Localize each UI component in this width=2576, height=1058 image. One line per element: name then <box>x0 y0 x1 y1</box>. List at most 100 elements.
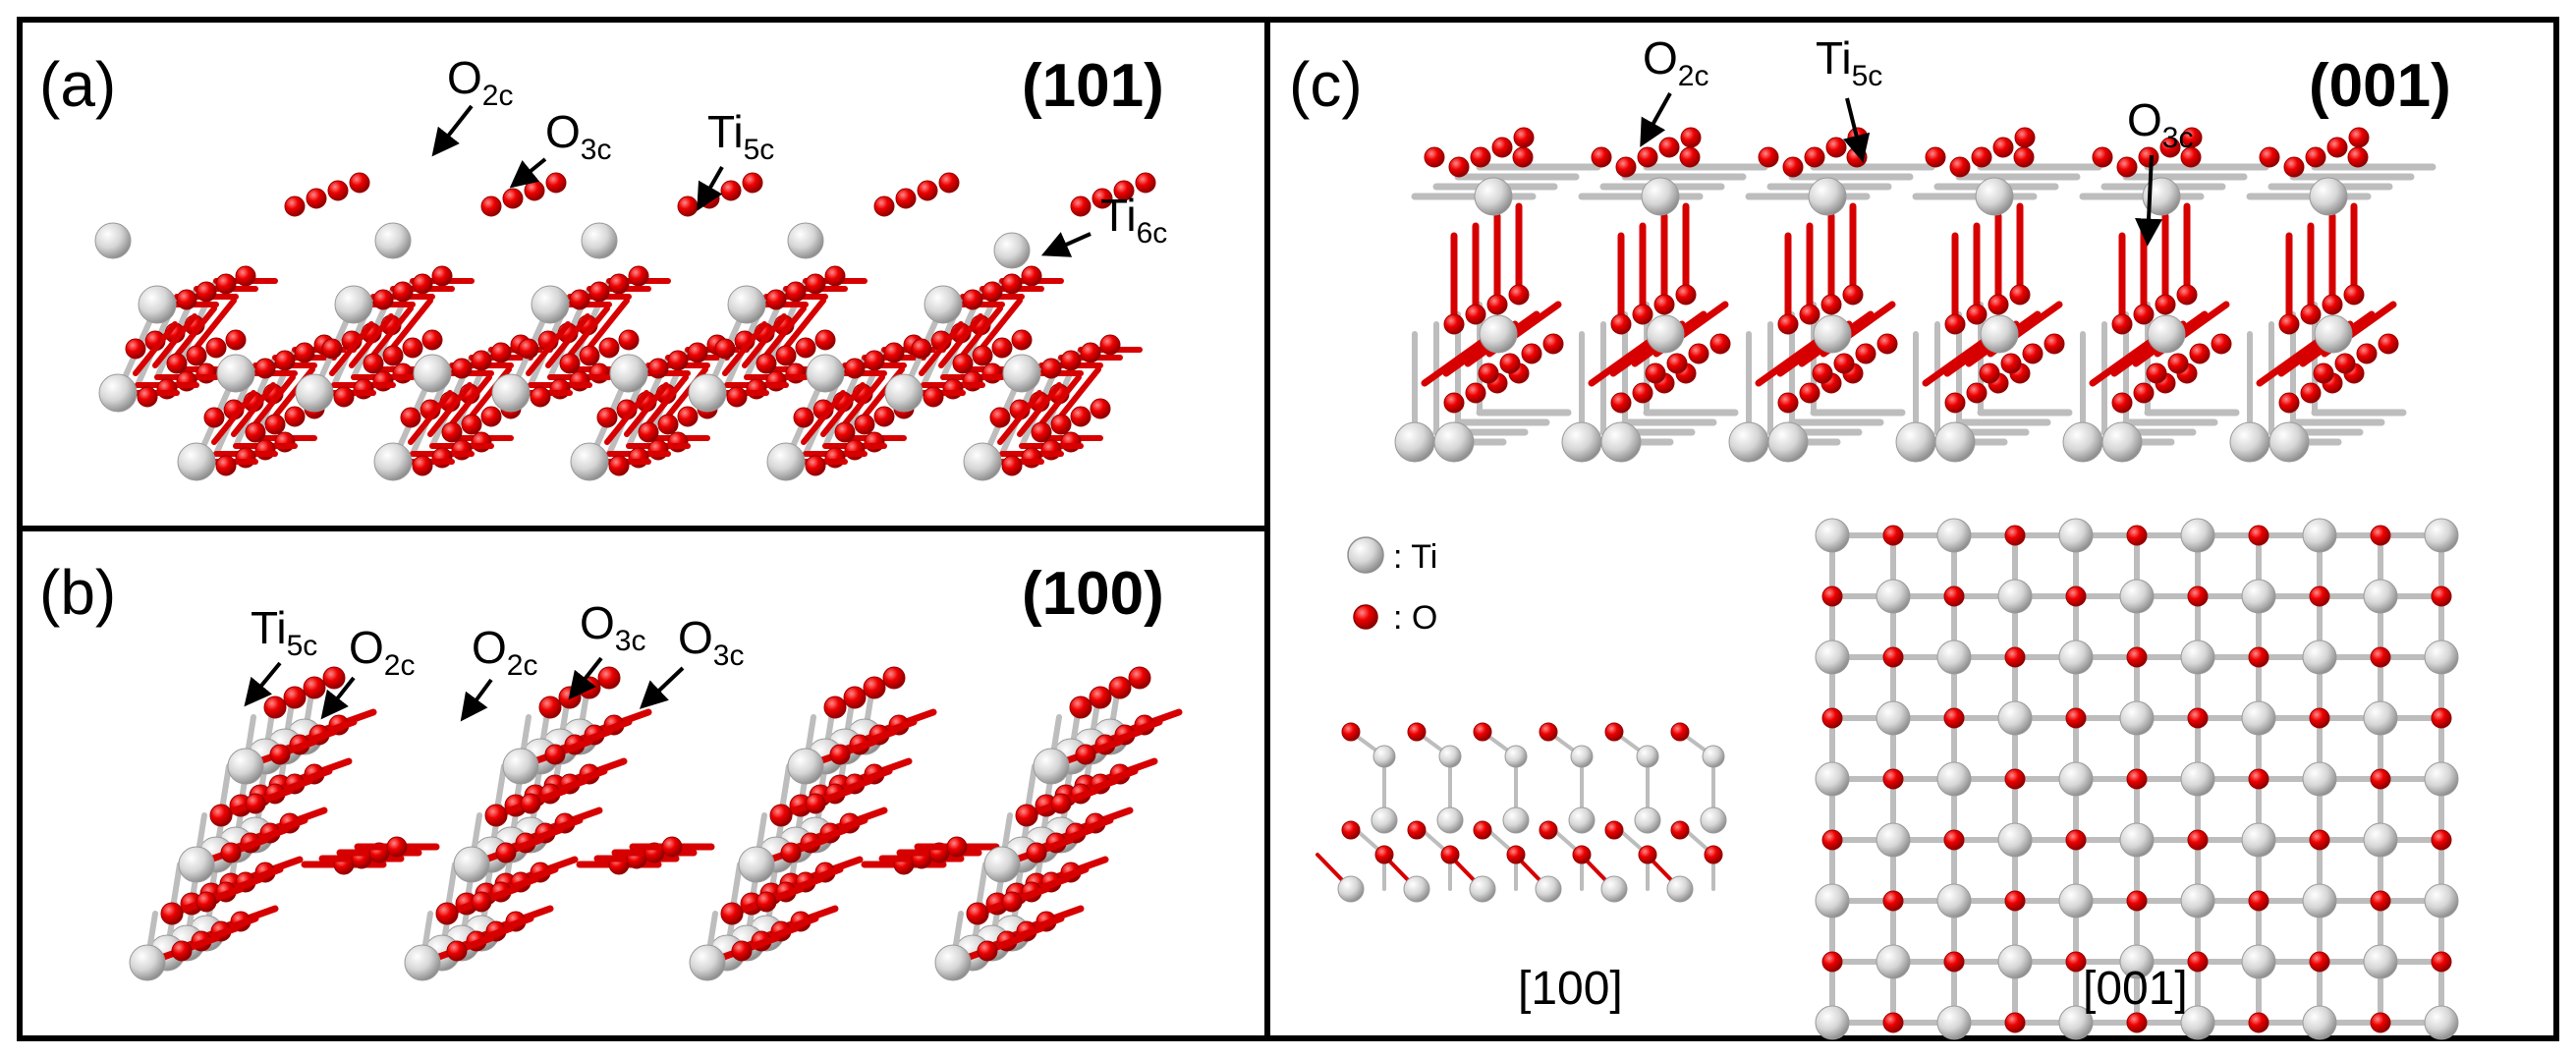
bond <box>427 382 473 437</box>
o-atom <box>1615 156 1637 178</box>
ti-atom <box>1433 421 1475 463</box>
o-atom <box>1092 188 1113 209</box>
ti-atom <box>2241 700 2276 736</box>
o-atom <box>2004 646 2026 668</box>
o-atom <box>1709 333 1731 355</box>
o-atom <box>720 902 744 925</box>
o-atom <box>1882 1012 1904 1033</box>
o-atom <box>1040 358 1062 379</box>
o-atom <box>981 281 1003 303</box>
ti-atom <box>1371 807 1398 834</box>
ti-atom <box>787 222 824 259</box>
ti-atom <box>2241 579 2276 614</box>
o-atom <box>742 172 763 194</box>
o-atom <box>1992 137 2014 158</box>
o-atom <box>2187 951 2209 973</box>
o-atom <box>829 744 851 765</box>
o-atom <box>203 407 225 428</box>
o-atom <box>1591 146 1612 168</box>
o-atom <box>667 350 689 371</box>
ti-atom <box>404 944 441 981</box>
legend-ti-swatch <box>1347 536 1384 574</box>
legend-o-label: : O <box>1393 599 1437 637</box>
ti-atom <box>2363 700 2398 736</box>
o-atom <box>608 273 630 295</box>
o-atom <box>569 289 590 310</box>
ti-atom <box>2363 944 2398 979</box>
bond <box>644 374 689 429</box>
o-atom <box>823 696 847 719</box>
ti-atom <box>1815 640 1850 675</box>
o-atom <box>2187 707 2209 729</box>
ti-atom <box>1876 700 1911 736</box>
o-atom <box>2004 768 2026 790</box>
o-atom <box>1407 722 1427 742</box>
ti-atom <box>98 373 138 413</box>
o-atom <box>520 793 541 814</box>
o-atom <box>1812 362 1833 384</box>
o-atom <box>209 804 233 827</box>
o-atom <box>1508 284 1530 306</box>
ti-atom <box>2119 700 2155 736</box>
o-atom <box>1704 845 1723 864</box>
o-atom <box>608 455 630 476</box>
ti-atom <box>1474 177 1513 216</box>
bond <box>388 298 433 353</box>
o-atom <box>1882 646 1904 668</box>
o-atom <box>1988 294 2009 315</box>
o-atom <box>1610 313 1632 335</box>
o-atom <box>1026 842 1047 863</box>
o-atom <box>2004 890 2026 912</box>
o-atom <box>2126 646 2148 668</box>
site-label-b-4: O3c <box>678 612 744 672</box>
o-atom <box>544 744 566 765</box>
ti-atom <box>129 944 166 981</box>
o-atom <box>1424 146 1445 168</box>
o-atom <box>844 358 866 379</box>
o-atom <box>1080 342 1101 363</box>
o-atom <box>441 421 463 443</box>
o-atom <box>1341 820 1361 840</box>
bond <box>919 321 964 376</box>
o-atom <box>1645 362 1666 384</box>
o-atom <box>235 265 256 287</box>
o-atom <box>2065 585 2087 607</box>
o-atom <box>2146 362 2167 384</box>
o-atom <box>2248 1012 2269 1033</box>
o-atom <box>2004 1012 2026 1033</box>
ti-atom <box>570 442 609 481</box>
o-atom <box>824 265 846 287</box>
o-atom <box>349 172 370 194</box>
bond <box>172 306 217 361</box>
o-atom <box>264 414 286 435</box>
o-atom <box>1610 392 1632 414</box>
o-atom <box>962 289 983 310</box>
o-atom <box>176 289 197 310</box>
ti-atom <box>374 222 412 259</box>
o-atom <box>731 940 753 962</box>
o-atom <box>1658 137 1680 158</box>
o-atom <box>775 345 797 366</box>
bond <box>820 382 866 437</box>
site-arrow-a-0 <box>431 104 474 157</box>
panel-b-face: (100) <box>1022 560 1164 628</box>
ti-atom <box>2180 640 2215 675</box>
ti-atom <box>1876 822 1911 858</box>
ti-atom <box>138 285 177 324</box>
o-atom <box>1001 455 1023 476</box>
o-atom <box>1842 284 1864 306</box>
o-atom <box>1486 294 1508 315</box>
ti-atom <box>531 285 570 324</box>
o-atom <box>1499 353 1521 374</box>
ti-atom <box>787 748 824 785</box>
bond <box>722 321 767 376</box>
o-atom <box>588 281 610 303</box>
ti-atom <box>1815 1005 1850 1040</box>
o-atom <box>2370 1012 2391 1033</box>
ti-atom <box>1634 807 1661 834</box>
bond <box>1036 374 1082 429</box>
o-atom <box>834 421 856 443</box>
o-atom <box>2167 353 2189 374</box>
o-atom <box>2092 146 2113 168</box>
